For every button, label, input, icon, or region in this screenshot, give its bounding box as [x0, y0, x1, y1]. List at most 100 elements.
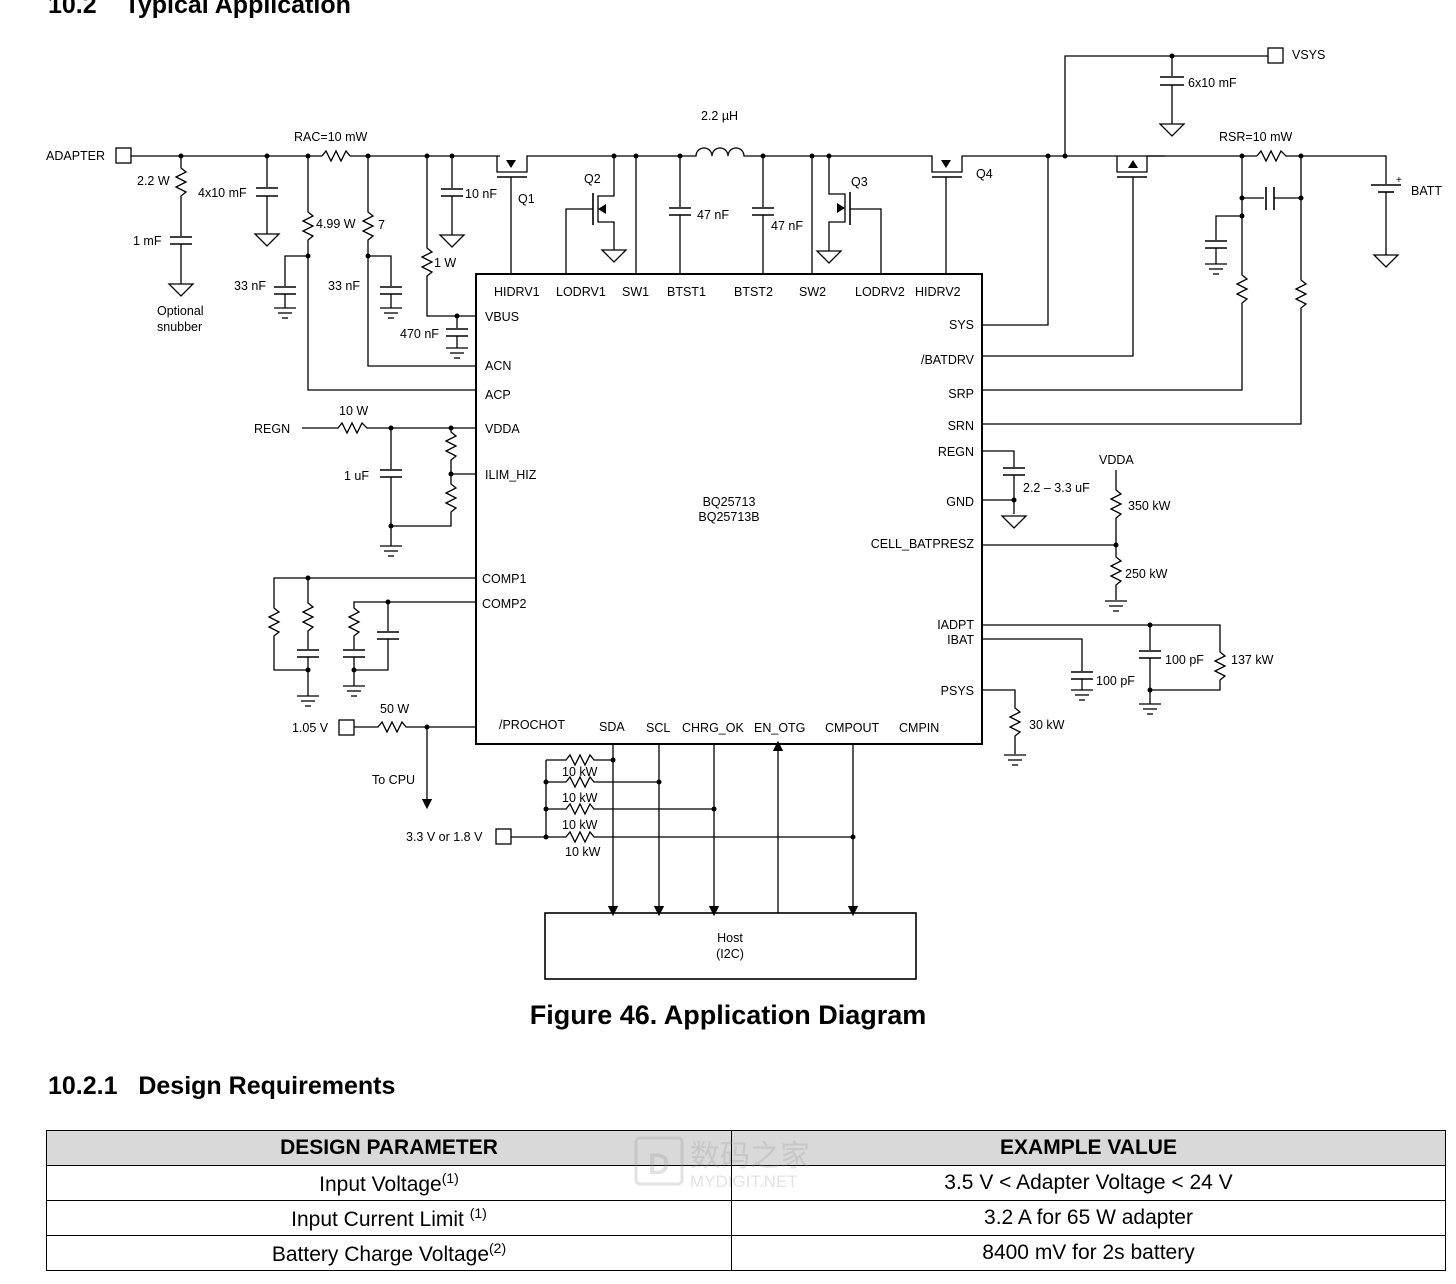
pin-regn: REGN [938, 445, 974, 459]
right-bottom-network: 2.2 – 3.3 uF VDDA 350 kW 250 kW 100 pF 1… [982, 450, 1274, 766]
svg-text:REGN: REGN [254, 422, 290, 436]
param-cell: Input Current Limit (1) [46, 1200, 732, 1236]
svg-text:RSR=10 mW: RSR=10 mW [1219, 130, 1292, 144]
svg-text:Optional: Optional [157, 304, 204, 318]
pin-cmpout: CMPOUT [825, 721, 880, 735]
svg-text:2.2 µH: 2.2 µH [701, 109, 738, 123]
svg-text:1.05 V: 1.05 V [292, 721, 329, 735]
footnote-ref: (1) [441, 1169, 459, 1186]
svg-text:1 mF: 1 mF [133, 234, 162, 248]
pin-comp2: COMP2 [482, 597, 527, 611]
ic-name-variant: BQ25713B [698, 510, 759, 524]
svg-text:(I2C): (I2C) [716, 947, 744, 961]
figure-caption: Figure 46. Application Diagram [529, 1000, 927, 1030]
column-header-parameter: DESIGN PARAMETER [46, 1130, 732, 1166]
pin-gnd: GND [946, 495, 974, 509]
schematic-diagram: BQ25713 BQ25713B HIDRV1 LODRV1 SW1 BTST1… [46, 47, 1442, 980]
svg-text:Host: Host [717, 931, 743, 945]
svg-text:1 W: 1 W [434, 256, 456, 270]
pin-btst1: BTST1 [667, 285, 706, 299]
svg-text:VDDA: VDDA [1099, 453, 1134, 467]
svg-text:4x10 mF: 4x10 mF [198, 186, 247, 200]
svg-text:To CPU: To CPU [372, 773, 415, 787]
pin-prochot: /PROCHOT [499, 718, 565, 732]
ic-body [475, 273, 983, 745]
param-cell: Battery Charge Voltage(2) [46, 1235, 732, 1271]
svg-text:+: + [1396, 175, 1402, 186]
svg-text:47 nF: 47 nF [697, 208, 729, 222]
pin-sda: SDA [599, 720, 625, 734]
pin-sys: SYS [949, 318, 974, 332]
svg-text:250 kW: 250 kW [1125, 567, 1168, 581]
svg-text:10 kW: 10 kW [562, 791, 598, 805]
svg-text:10 kW: 10 kW [562, 818, 598, 832]
pin-comp1: COMP1 [482, 572, 527, 586]
svg-text:137 kW: 137 kW [1231, 653, 1274, 667]
pin-hidrv1: HIDRV1 [494, 285, 540, 299]
v105-terminal [338, 719, 355, 736]
subsection-heading: 10.2.1 Design Requirements [48, 1072, 396, 1100]
design-requirements-table: DESIGN PARAMETER EXAMPLE VALUE Input Vol… [46, 1130, 1446, 1271]
table-header-row: DESIGN PARAMETER EXAMPLE VALUE [46, 1130, 1446, 1166]
pin-lodrv1: LODRV1 [556, 285, 606, 299]
pin-ibat: IBAT [947, 633, 974, 647]
table-row: Battery Charge Voltage(2) 8400 mV for 2s… [46, 1235, 1446, 1271]
ic-name: BQ25713 [703, 495, 756, 509]
svg-text:7: 7 [378, 218, 385, 232]
svg-text:10 kW: 10 kW [562, 765, 598, 779]
pin-btst2: BTST2 [734, 285, 773, 299]
pin-vbus: VBUS [485, 310, 519, 324]
footnote-ref: (2) [489, 1239, 507, 1256]
input-path: ADAPTER RAC=10 mW 2.2 W 1 mF Optional sn… [46, 130, 500, 391]
pin-chrg-ok: CHRG_OK [682, 721, 744, 735]
svg-text:33 nF: 33 nF [328, 279, 360, 293]
v33-terminal [495, 828, 512, 845]
svg-text:VSYS: VSYS [1292, 48, 1325, 62]
table-row: Input Current Limit (1) 3.2 A for 65 W a… [46, 1200, 1446, 1236]
pin-cmpin: CMPIN [899, 721, 939, 735]
svg-text:4.99 W: 4.99 W [316, 217, 356, 231]
value-cell: 3.5 V < Adapter Voltage < 24 V [731, 1165, 1446, 1201]
svg-text:2.2 W: 2.2 W [137, 174, 170, 188]
inductor-and-bootstrap: 2.2 µH 47 nF 47 nF [640, 109, 840, 274]
svg-text:snubber: snubber [157, 320, 202, 334]
prochot-network: 1.05 V 50 W To CPU [292, 702, 476, 810]
rac-label: RAC=10 mW [294, 130, 367, 144]
svg-text:10 W: 10 W [339, 404, 368, 418]
svg-text:2.2 – 3.3 uF: 2.2 – 3.3 uF [1023, 481, 1090, 495]
host-block [544, 912, 917, 980]
pin-cell-batpresz: CELL_BATPRESZ [871, 537, 975, 551]
pin-batdrv: /BATDRV [921, 353, 975, 367]
vsys-terminal [1267, 47, 1284, 64]
i2c-pullups: 10 kW 10 kW 10 kW 10 kW 3.3 V or 1.8 V H… [406, 740, 917, 980]
pin-ilim-hiz: ILIM_HIZ [485, 468, 537, 482]
pin-psys: PSYS [941, 684, 974, 698]
q1-mosfet: Q1 [496, 155, 640, 274]
pin-acn: ACN [485, 359, 511, 373]
svg-text:50 W: 50 W [380, 702, 409, 716]
svg-text:Q4: Q4 [976, 167, 993, 181]
pin-en-otg: EN_OTG [754, 721, 805, 735]
pin-srp: SRP [948, 387, 974, 401]
svg-text:100 pF: 100 pF [1096, 674, 1135, 688]
q3-mosfet: Q3 [815, 153, 882, 274]
svg-text:10 kW: 10 kW [565, 845, 601, 859]
svg-text:Q2: Q2 [584, 172, 601, 186]
value-cell: 3.2 A for 65 W adapter [731, 1200, 1446, 1236]
pin-srn: SRN [948, 419, 974, 433]
svg-text:350 kW: 350 kW [1128, 499, 1171, 513]
vdda-ilim-network: REGN 10 W 1 uF [254, 404, 476, 557]
svg-text:Q3: Q3 [851, 175, 868, 189]
pin-hidrv2: HIDRV2 [915, 285, 961, 299]
footnote-ref: (1) [469, 1204, 487, 1221]
pin-lodrv2: LODRV2 [855, 285, 905, 299]
svg-text:100 pF: 100 pF [1165, 653, 1204, 667]
section-heading: 10.2 Typical Application [48, 0, 351, 19]
q2-mosfet: Q2 [565, 153, 639, 274]
pin-sw1: SW1 [622, 285, 649, 299]
value-cell: 8400 mV for 2s battery [731, 1235, 1446, 1271]
comp-network [267, 575, 476, 707]
svg-text:10 nF: 10 nF [465, 187, 497, 201]
svg-text:47 nF: 47 nF [771, 219, 803, 233]
